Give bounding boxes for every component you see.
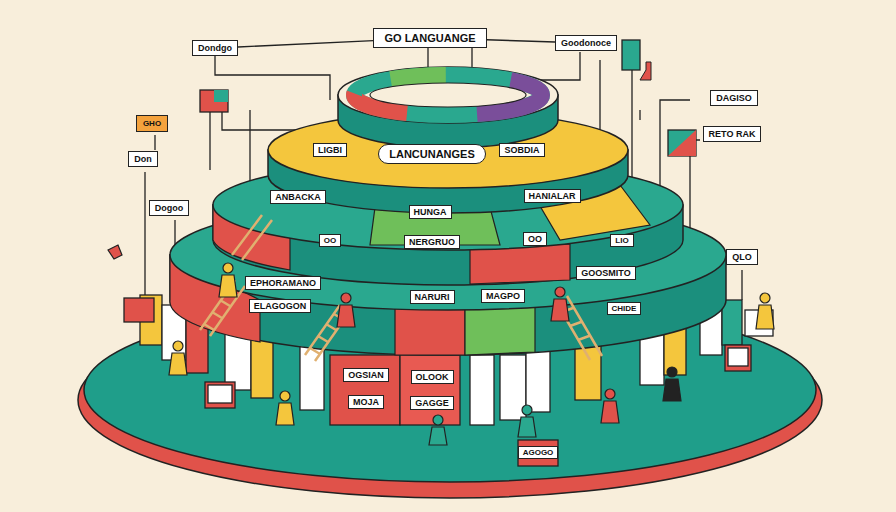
- node-text: Goodonoce: [561, 38, 611, 48]
- tier-label: OLOOK: [411, 370, 454, 384]
- tier-label: CHIDE: [607, 302, 642, 315]
- callout-box: QLO: [726, 249, 758, 265]
- tier-label: ANBACKA: [270, 190, 326, 204]
- title-box: GO LANGUANGE: [373, 28, 486, 48]
- node-text: Dondgo: [198, 43, 232, 53]
- tier-label: GAGGE: [410, 396, 454, 410]
- connector-line: [487, 40, 555, 42]
- tier-label: HANIALAR: [524, 189, 581, 203]
- node-text: QLO: [732, 252, 752, 262]
- node-text: GO LANGUANGE: [384, 32, 475, 44]
- tier-label: LIO: [610, 234, 633, 247]
- node-text: Dogoo: [155, 203, 184, 213]
- tier-label: NERGRUO: [404, 235, 460, 249]
- tier-label: ELAGOGON: [249, 299, 312, 313]
- callout-box: DAGISO: [710, 90, 758, 106]
- node-text: GHO: [143, 119, 161, 128]
- node-text: DAGISO: [716, 93, 752, 103]
- tier-label: AGOGO: [518, 446, 559, 459]
- tier-label: OGSIAN: [343, 368, 389, 382]
- callout-box: Don: [128, 151, 158, 167]
- callout-box: Dondgo: [192, 40, 238, 56]
- tier-label: EPHORAMANO: [245, 276, 321, 290]
- node-text: LANCUNANGES: [389, 148, 475, 160]
- tier-label: GOOSMITO: [576, 266, 635, 280]
- tier-label: NARURI: [410, 290, 455, 304]
- node-text: RETO RAK: [709, 129, 756, 139]
- people: [108, 245, 774, 445]
- callout-box: Dogoo: [149, 200, 190, 216]
- tier-label: MAGPO: [481, 289, 525, 303]
- tier-label: OO: [319, 234, 341, 247]
- tier-label: LIGBI: [313, 143, 347, 157]
- tier-label: HUNGA: [409, 205, 452, 219]
- callout-box: RETO RAK: [703, 126, 762, 142]
- ladders: [200, 215, 602, 361]
- callout-box: LANCUNANGES: [378, 144, 486, 164]
- tier-label: OO: [523, 232, 547, 246]
- callout-box: GHO: [136, 115, 168, 132]
- tier-label: MOJA: [348, 395, 384, 409]
- connector-line: [238, 41, 373, 47]
- callout-box: Goodonoce: [555, 35, 617, 51]
- tier-label: SOBDIA: [499, 143, 544, 157]
- node-text: Don: [134, 154, 152, 164]
